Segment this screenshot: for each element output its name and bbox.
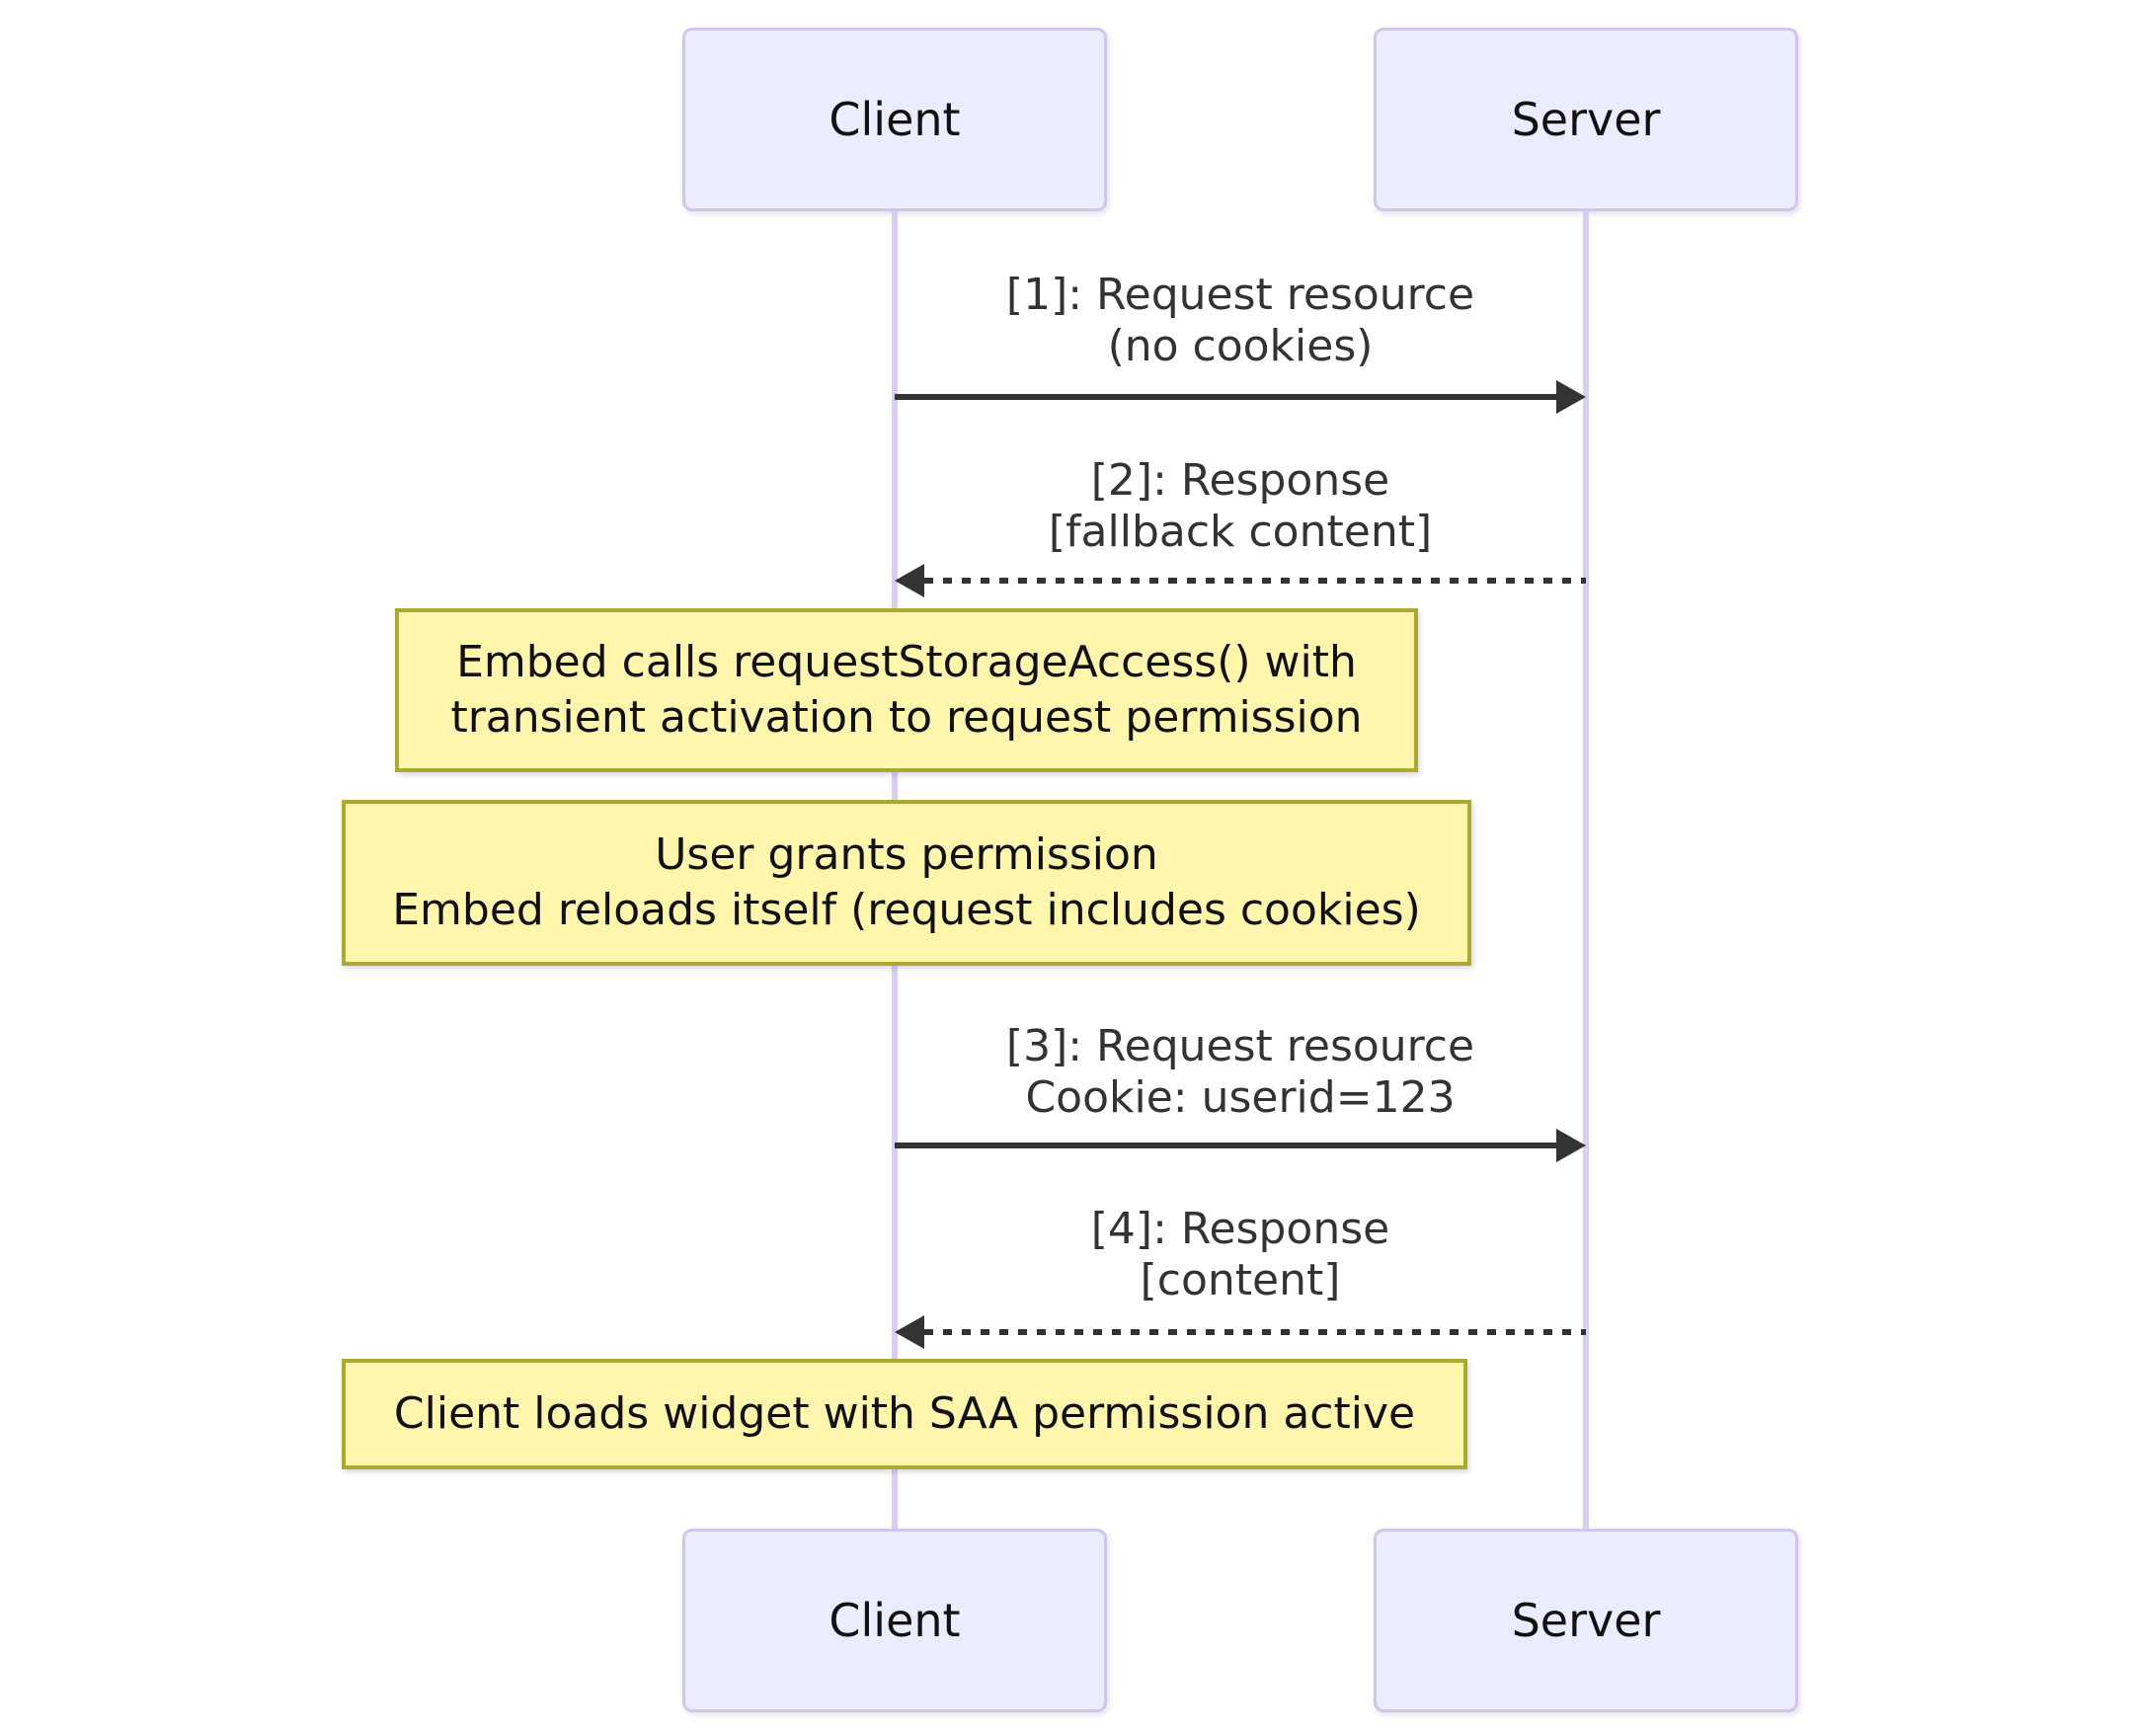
message-4-line1: [4]: Response: [1090, 1204, 1390, 1254]
message-4-arrowhead-left-icon: [895, 1315, 924, 1349]
actor-client-bottom-label: Client: [829, 1594, 961, 1647]
message-1-line1: [1]: Request resource: [1005, 270, 1475, 320]
message-3-line1: [3]: Request resource: [1005, 1021, 1475, 1071]
message-1-label: [1]: Request resource (no cookies): [895, 270, 1586, 372]
message-1-line2: (no cookies): [1107, 321, 1374, 371]
note-1-line1: Embed calls requestStorageAccess() with: [456, 637, 1357, 687]
message-2-line2: [fallback content]: [1048, 507, 1433, 557]
message-4-arrow-line: [924, 1329, 1586, 1335]
message-3-arrowhead-right-icon: [1556, 1129, 1586, 1162]
note-user-grants-permission: User grants permission Embed reloads its…: [342, 800, 1471, 966]
message-3-arrow-line: [895, 1143, 1562, 1148]
message-4-label: [4]: Response [content]: [895, 1204, 1586, 1306]
lifeline-server: [1583, 211, 1589, 1529]
message-1-arrow-line: [895, 394, 1562, 400]
message-3-label: [3]: Request resource Cookie: userid=123: [895, 1021, 1586, 1124]
message-1-arrowhead-right-icon: [1556, 380, 1586, 414]
message-3-line2: Cookie: userid=123: [1025, 1072, 1456, 1123]
note-2-line2: Embed reloads itself (request includes c…: [392, 885, 1421, 935]
message-2-line1: [2]: Response: [1090, 455, 1390, 506]
message-4-line2: [content]: [1140, 1255, 1341, 1305]
actor-server-top-label: Server: [1511, 93, 1661, 146]
message-2-arrowhead-left-icon: [895, 564, 924, 597]
message-2-arrow-line: [924, 578, 1586, 584]
actor-client-top: Client: [682, 28, 1107, 211]
note-2-line1: User grants permission: [655, 829, 1158, 880]
actor-client-bottom: Client: [682, 1529, 1107, 1712]
note-3-line1: Client loads widget with SAA permission …: [393, 1388, 1416, 1439]
actor-server-bottom: Server: [1374, 1529, 1798, 1712]
note-request-storage-access: Embed calls requestStorageAccess() with …: [395, 608, 1418, 772]
note-1-line2: transient activation to request permissi…: [450, 692, 1363, 743]
actor-server-top: Server: [1374, 28, 1798, 211]
message-2-label: [2]: Response [fallback content]: [895, 455, 1586, 558]
note-client-loads-widget: Client loads widget with SAA permission …: [342, 1359, 1467, 1469]
actor-server-bottom-label: Server: [1511, 1594, 1661, 1647]
actor-client-top-label: Client: [829, 93, 961, 146]
